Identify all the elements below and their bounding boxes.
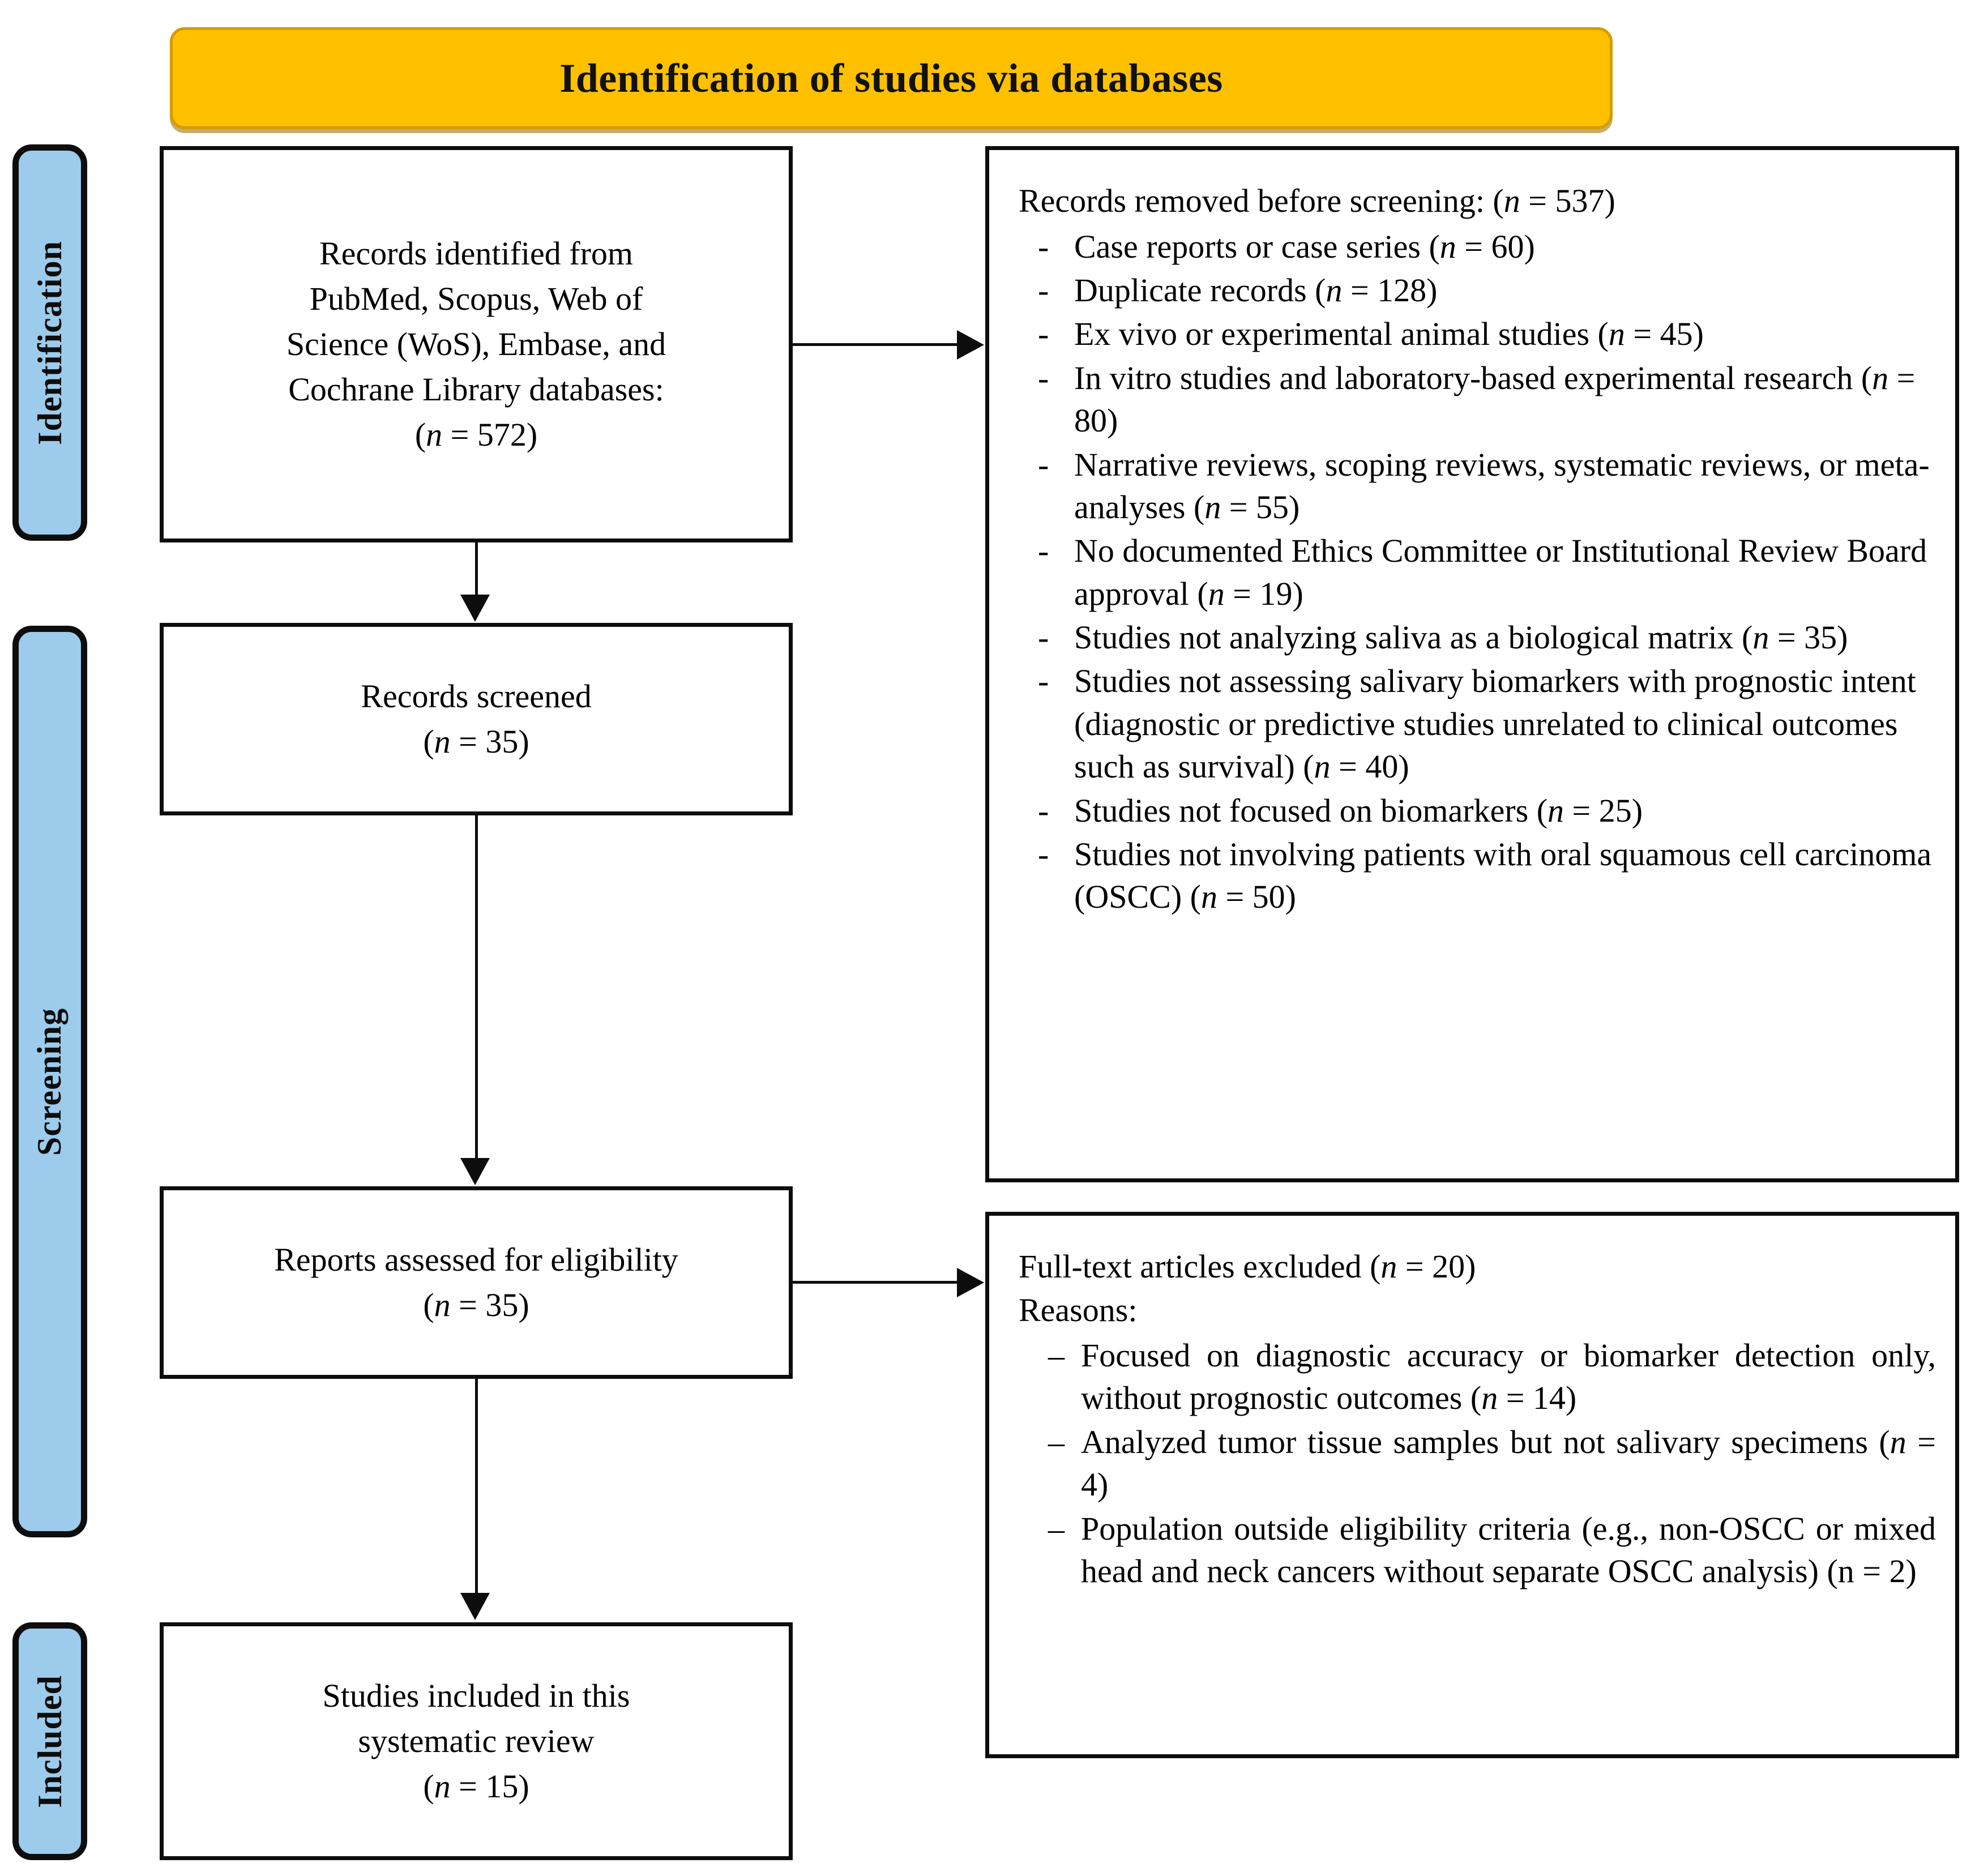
stage-label-identification-text: Identification — [31, 240, 69, 445]
stage-label-included-text: Included — [31, 1674, 69, 1808]
list-item: -Narrative reviews, scoping reviews, sys… — [1019, 443, 1936, 529]
bullet-dash: – — [1048, 1510, 1065, 1547]
box-records-removed: Records removed before screening: (n = 5… — [985, 146, 1959, 1182]
bullet-dash: - — [1038, 359, 1049, 396]
fulltext-excluded-heading: Full-text articles excluded (n = 20)Reas… — [1019, 1248, 1476, 1328]
box-reports-assessed-eligibility: Reports assessed for eligibility(n = 35) — [160, 1186, 793, 1379]
bullet-dash: - — [1038, 532, 1049, 570]
bullet-dash: - — [1038, 619, 1049, 656]
bullet-dash: - — [1038, 792, 1049, 829]
records-removed-heading: Records removed before screening: (n = 5… — [1019, 182, 1615, 219]
bullet-dash: – — [1048, 1337, 1065, 1374]
connector-screened-to-eligibility-arrow — [460, 1158, 490, 1185]
stage-label-identification: Identification — [12, 144, 87, 541]
list-item: -Duplicate records (n = 128) — [1019, 269, 1936, 311]
bullet-dash: - — [1038, 271, 1049, 309]
header-banner: Identification of studies via databases — [170, 27, 1613, 129]
connector-eligibility-to-included-line — [475, 1379, 478, 1594]
list-item: -Studies not analyzing saliva as a biolo… — [1019, 616, 1936, 659]
connector-screened-to-eligibility-line — [475, 815, 478, 1160]
connector-eligibility-to-fulltext-arrow — [957, 1268, 984, 1297]
list-item: –Analyzed tumor tissue samples but not s… — [1019, 1421, 1936, 1506]
connector-identified-to-removed-line — [793, 343, 958, 346]
connector-identified-to-removed-arrow — [957, 330, 984, 360]
box-fulltext-excluded: Full-text articles excluded (n = 20)Reas… — [985, 1212, 1959, 1758]
box-records-screened: Records screened(n = 35) — [160, 623, 793, 815]
bullet-dash: - — [1038, 228, 1049, 265]
list-item: –Population outside eligibility criteria… — [1019, 1507, 1936, 1593]
stage-label-included: Included — [12, 1622, 87, 1860]
box-reports-assessed-eligibility-text: Reports assessed for eligibility(n = 35) — [274, 1241, 678, 1323]
stage-label-screening: Screening — [12, 626, 87, 1537]
list-item: -Studies not assessing salivary biomarke… — [1019, 660, 1936, 788]
list-item: -Case reports or case series (n = 60) — [1019, 225, 1936, 268]
records-removed-list: -Case reports or case series (n = 60) -D… — [1019, 225, 1936, 918]
list-item: –Focused on diagnostic accuracy or bioma… — [1019, 1334, 1936, 1420]
list-item: -Studies not focused on biomarkers (n = … — [1019, 789, 1936, 832]
list-item: -Studies not involving patients with ora… — [1019, 833, 1936, 918]
box-records-screened-text: Records screened(n = 35) — [361, 677, 592, 760]
bullet-dash: - — [1038, 446, 1049, 483]
connector-eligibility-to-fulltext-line — [793, 1281, 958, 1284]
bullet-dash: – — [1048, 1423, 1065, 1460]
bullet-dash: - — [1038, 315, 1049, 353]
page-title: Identification of studies via databases — [559, 55, 1223, 101]
connector-eligibility-to-included-arrow — [460, 1593, 490, 1620]
list-item: -Ex vivo or experimental animal studies … — [1019, 313, 1936, 355]
list-item: -In vitro studies and laboratory-based e… — [1019, 357, 1936, 442]
stage-label-screening-text: Screening — [31, 1007, 69, 1156]
bullet-dash: - — [1038, 836, 1049, 873]
bullet-dash: - — [1038, 663, 1049, 700]
connector-identified-to-screened-line — [475, 542, 478, 598]
connector-identified-to-screened-arrow — [460, 595, 490, 622]
list-item: -No documented Ethics Committee or Insti… — [1019, 529, 1936, 615]
fulltext-excluded-list: –Focused on diagnostic accuracy or bioma… — [1019, 1334, 1936, 1592]
